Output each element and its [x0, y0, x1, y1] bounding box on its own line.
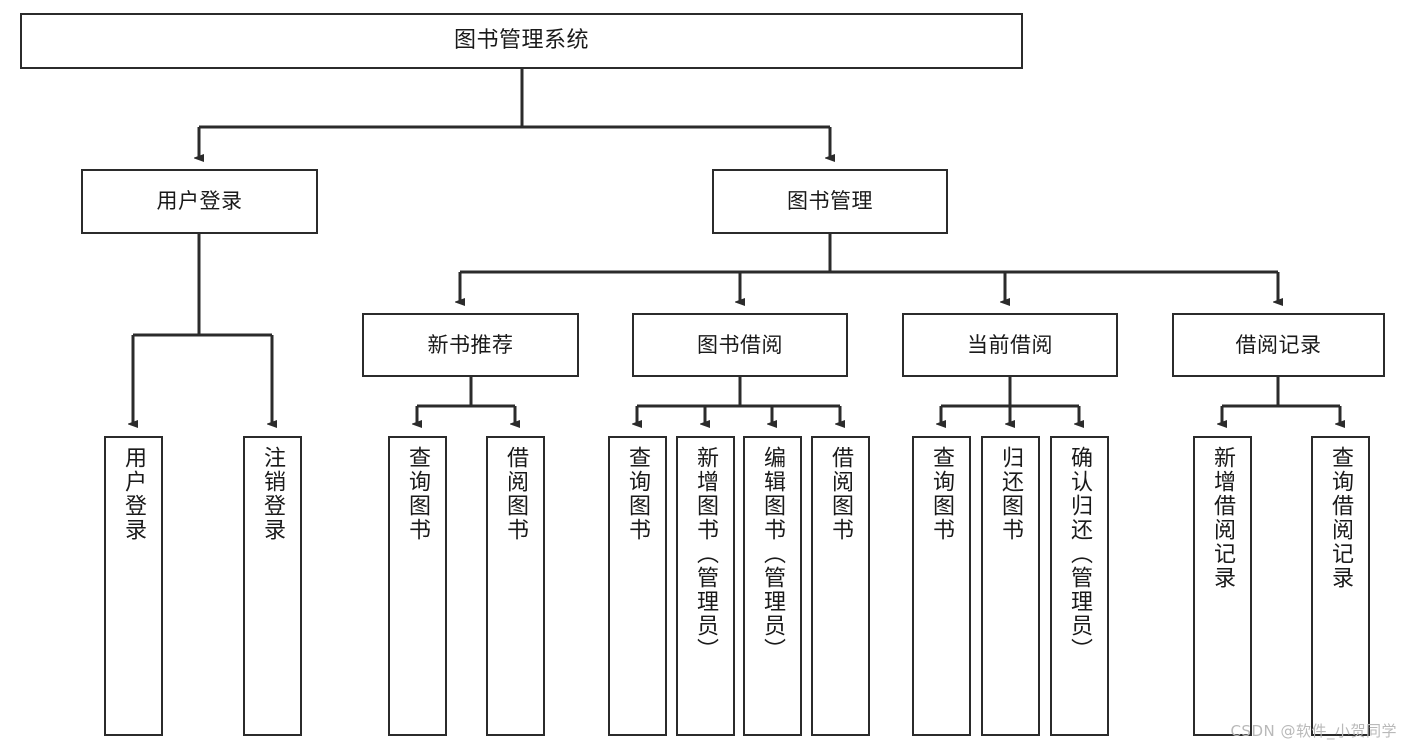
node-label: 用户登录	[156, 189, 243, 214]
node-label: 图书借阅	[697, 332, 783, 357]
node-label: 查询图书	[929, 446, 955, 542]
node-label: 注销登录	[260, 446, 286, 542]
leaf-query-book-current[interactable]: 查询图书	[912, 436, 971, 736]
leaf-edit-book-admin[interactable]: 编辑图书（管理员）	[743, 436, 802, 736]
node-current-borrow[interactable]: 当前借阅	[902, 313, 1118, 377]
leaf-logout[interactable]: 注销登录	[243, 436, 302, 736]
node-label: 用户登录	[121, 446, 147, 542]
leaf-query-borrow-record[interactable]: 查询借阅记录	[1311, 436, 1370, 736]
node-label: 查询借阅记录	[1328, 446, 1354, 590]
node-label: 借阅图书	[828, 446, 854, 542]
node-label: 新增图书（管理员）	[693, 446, 719, 662]
leaf-add-borrow-record[interactable]: 新增借阅记录	[1193, 436, 1252, 736]
node-label: 借阅图书	[503, 446, 529, 542]
leaf-query-book-rec[interactable]: 查询图书	[388, 436, 447, 736]
node-label: 新书推荐	[427, 332, 514, 357]
node-label: 图书管理	[787, 189, 873, 214]
node-label: 借阅记录	[1235, 332, 1322, 357]
leaf-user-login[interactable]: 用户登录	[104, 436, 163, 736]
node-label: 新增借阅记录	[1210, 446, 1236, 590]
node-label: 查询图书	[625, 446, 651, 542]
node-borrow-record[interactable]: 借阅记录	[1172, 313, 1385, 377]
leaf-query-book[interactable]: 查询图书	[608, 436, 667, 736]
node-label: 查询图书	[405, 446, 431, 542]
node-root-system[interactable]: 图书管理系统	[20, 13, 1023, 69]
leaf-borrow-book-rec[interactable]: 借阅图书	[486, 436, 545, 736]
node-label: 确认归还（管理员）	[1067, 446, 1093, 662]
node-new-book-recommend[interactable]: 新书推荐	[362, 313, 579, 377]
node-user-login[interactable]: 用户登录	[81, 169, 318, 234]
leaf-return-book[interactable]: 归还图书	[981, 436, 1040, 736]
leaf-borrow-book[interactable]: 借阅图书	[811, 436, 870, 736]
leaf-confirm-return-admin[interactable]: 确认归还（管理员）	[1050, 436, 1109, 736]
node-label: 图书管理系统	[453, 28, 589, 54]
node-label: 归还图书	[998, 446, 1024, 542]
node-label: 当前借阅	[967, 332, 1053, 357]
leaf-add-book-admin[interactable]: 新增图书（管理员）	[676, 436, 735, 736]
node-book-borrow[interactable]: 图书借阅	[632, 313, 848, 377]
node-book-management[interactable]: 图书管理	[712, 169, 948, 234]
node-label: 编辑图书（管理员）	[760, 446, 786, 662]
